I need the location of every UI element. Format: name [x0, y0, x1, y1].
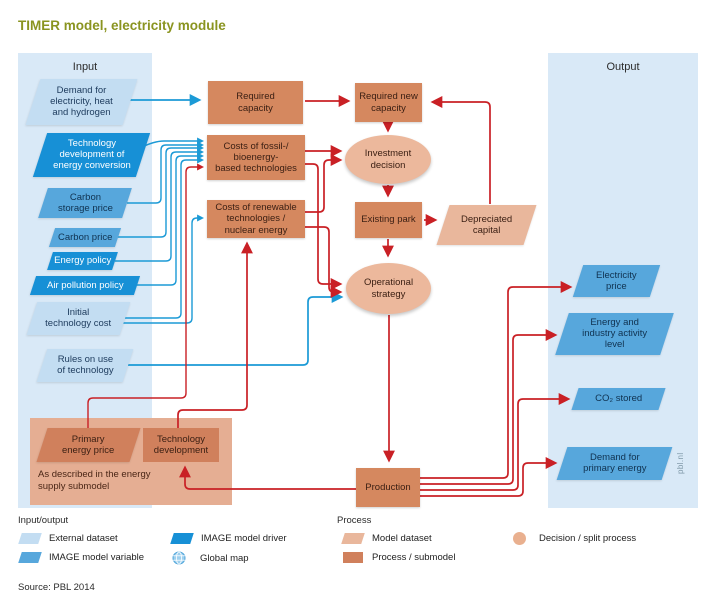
node-required-capacity: Required capacity	[208, 81, 303, 124]
globe-icon	[172, 551, 186, 565]
image-model-driver-icon	[170, 533, 194, 544]
supply-submodel-note: As described in the energy supply submod…	[38, 469, 151, 492]
node-tech-dev-conversion: Technology development of energy convers…	[32, 133, 151, 177]
image-model-variable-icon	[18, 552, 42, 563]
node-depreciated-capital: Depreciated capital	[436, 205, 537, 245]
legend-label: External dataset	[49, 533, 118, 544]
node-operational-strategy: Operational strategy	[346, 263, 431, 314]
legend-process-header: Process	[337, 515, 372, 526]
legend-model-dataset: Model dataset	[341, 533, 432, 544]
node-existing-park: Existing park	[355, 202, 422, 238]
legend-label: Global map	[200, 552, 249, 564]
node-carbon-storage-price: Carbon storage price	[38, 188, 132, 218]
node-energy-industry-level: Energy and industry activity level	[555, 313, 674, 355]
legend-decision-process: Decision / split process	[513, 532, 636, 545]
node-electricity-price: Electricity price	[572, 265, 661, 297]
node-energy-policy: Energy policy	[47, 252, 118, 270]
model-dataset-icon	[341, 533, 365, 544]
node-costs-renewable: Costs of renewable technologies / nuclea…	[207, 200, 305, 238]
source-caption: Source: PBL 2014	[18, 582, 95, 593]
node-demand-electricity: Demand for electricity, heat and hydroge…	[25, 79, 138, 125]
legend-label: Process / submodel	[372, 552, 456, 563]
node-carbon-price: Carbon price	[48, 228, 122, 247]
legend-image-model-variable: IMAGE model variable	[18, 552, 145, 563]
legend-global-map: Global map	[172, 551, 249, 565]
legend-image-model-driver: IMAGE model driver	[170, 533, 287, 544]
node-air-pollution-policy: Air pollution policy	[29, 276, 141, 295]
node-co2-stored: CO₂ stored	[571, 388, 666, 410]
legend-label: IMAGE model variable	[49, 552, 145, 563]
decision-process-icon	[513, 532, 526, 545]
legend-io-header: Input/output	[18, 515, 69, 526]
node-investment-decision: Investment decision	[345, 135, 431, 184]
node-primary-energy-price: Primary energy price	[36, 428, 141, 462]
input-panel-header: Input	[72, 61, 98, 73]
node-required-new-capacity: Required new capacity	[355, 83, 422, 122]
process-submodel-icon	[343, 552, 363, 563]
external-dataset-icon	[18, 533, 42, 544]
pbl-watermark: pbl.nl	[676, 452, 685, 474]
node-initial-technology-cost: Initial technology cost	[26, 302, 131, 335]
legend-process-submodel: Process / submodel	[343, 552, 455, 563]
legend-label: IMAGE model driver	[201, 533, 287, 544]
node-technology-development: Technology development	[143, 428, 219, 462]
node-costs-fossil: Costs of fossil-/ bioenergy- based techn…	[207, 135, 305, 180]
node-rules-on-use: Rules on use of technology	[36, 349, 134, 382]
node-demand-primary-energy: Demand for primary energy	[556, 447, 673, 480]
node-production: Production	[356, 468, 420, 507]
legend-external-dataset: External dataset	[18, 533, 118, 544]
legend-label: Decision / split process	[539, 533, 637, 544]
legend-label: Model dataset	[372, 533, 432, 544]
page-title: TIMER model, electricity module	[18, 18, 226, 33]
output-panel-header: Output	[606, 61, 640, 73]
